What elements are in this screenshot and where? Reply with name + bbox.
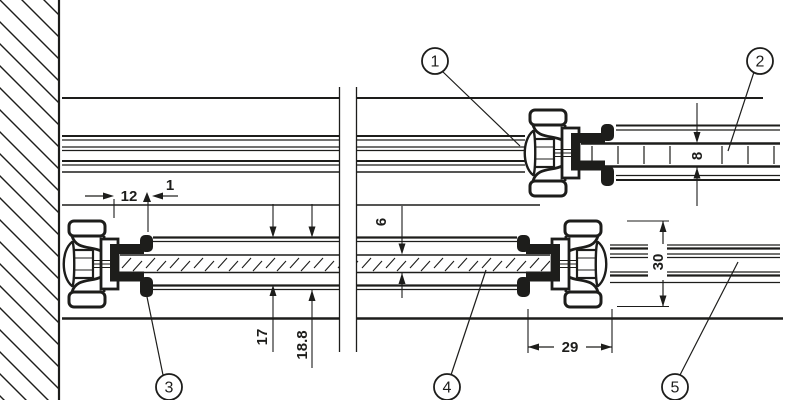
leader-line-4 xyxy=(450,269,487,376)
callout-5-label: 5 xyxy=(671,380,680,397)
leader-line-1 xyxy=(441,70,521,147)
callout-markers: 1 2 3 4 5 xyxy=(155,47,774,400)
top-panel-8mm xyxy=(577,142,780,168)
wall-section xyxy=(0,0,61,400)
wall-hatch xyxy=(0,0,58,400)
glass-pane-6mm xyxy=(117,254,553,274)
bottom-track-profile xyxy=(610,244,780,284)
dimension-18-8 xyxy=(308,204,316,368)
dim-18-8-label: 18.8 xyxy=(294,330,311,359)
leader-lines xyxy=(145,70,755,376)
callout-4-circle xyxy=(433,373,461,400)
dimension-29 xyxy=(527,309,613,355)
leader-line-3 xyxy=(145,291,164,376)
bottom-track-assembly xyxy=(62,204,783,320)
top-clamp-fitting xyxy=(523,105,616,201)
callout-2-circle xyxy=(746,47,774,75)
dim-30-label: 30 xyxy=(650,254,667,271)
top-track-assembly xyxy=(62,97,780,181)
dim-29-label: 29 xyxy=(562,339,579,356)
callout-1-label: 1 xyxy=(431,54,440,71)
dim-6-label: 6 xyxy=(373,218,390,226)
dim-1-label: 1 xyxy=(166,177,174,194)
callout-1-circle xyxy=(421,47,449,75)
callout-3-label: 3 xyxy=(165,380,174,397)
dimension-30 xyxy=(617,220,669,308)
dim-17-label: 17 xyxy=(254,329,271,346)
callout-4-label: 4 xyxy=(443,380,452,397)
break-lines xyxy=(338,86,358,354)
dim-12-label: 12 xyxy=(121,188,138,205)
dimension-8 xyxy=(693,103,701,206)
callout-3-circle xyxy=(155,373,183,400)
callout-5-circle xyxy=(661,373,689,400)
dim-8-label: 8 xyxy=(689,152,706,160)
callout-2-label: 2 xyxy=(756,54,765,71)
leader-line-5 xyxy=(679,261,739,376)
leader-line-2 xyxy=(727,71,755,152)
dimension-17 xyxy=(269,204,277,352)
dimension-6 xyxy=(398,206,406,298)
dimension-labels: 12 1 8 6 17 18.8 29 30 xyxy=(121,152,706,360)
